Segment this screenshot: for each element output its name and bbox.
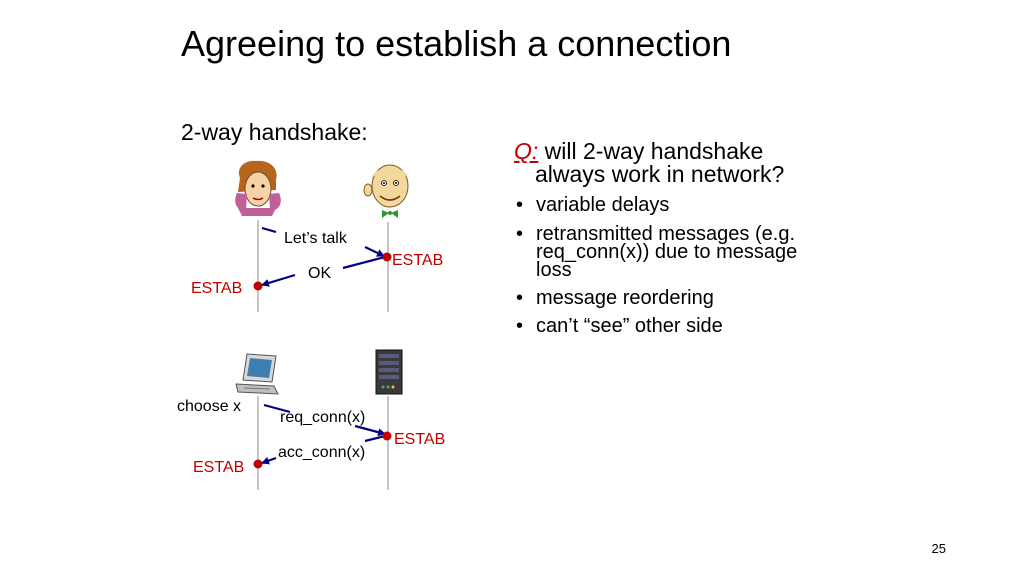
req-conn-label: req_conn(x) [280, 409, 365, 426]
page-number: 25 [932, 541, 946, 556]
msg-arrow-1a [262, 228, 276, 232]
msg-arrow-1b [365, 247, 384, 256]
msg-lets-talk: Let’s talk [284, 230, 348, 247]
estab-label-left-2: ESTAB [193, 459, 244, 476]
woman-icon [235, 161, 281, 216]
req-arrow-b [355, 426, 385, 434]
server-icon [376, 350, 402, 394]
choose-x-label: choose x [177, 398, 241, 415]
acc-arrow-b [262, 458, 276, 463]
estab-dot-left-2 [254, 460, 263, 469]
estab-dot-left [254, 282, 263, 291]
laptop-icon [236, 354, 278, 394]
msg-arrow-2b [262, 275, 295, 285]
msg-ok: OK [308, 265, 331, 282]
acc-arrow-a [365, 436, 385, 441]
estab-label-right-2: ESTAB [394, 431, 445, 448]
acc-conn-label: acc_conn(x) [278, 444, 365, 461]
estab-dot-right-2 [383, 432, 392, 441]
man-icon [364, 165, 408, 218]
estab-label-left: ESTAB [191, 280, 242, 297]
msg-arrow-2a [343, 257, 385, 268]
estab-label-right: ESTAB [392, 252, 443, 269]
estab-dot-right [383, 253, 392, 262]
